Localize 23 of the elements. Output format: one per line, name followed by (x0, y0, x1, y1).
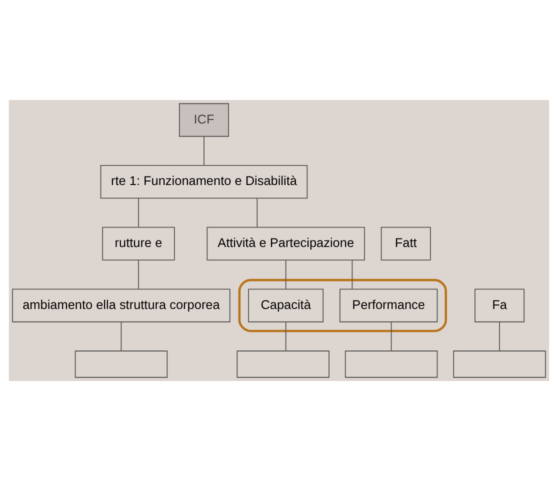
node-box (74, 350, 168, 378)
connector (120, 322, 122, 352)
node-box: rte 1: Funzionamento e Disabilità (100, 165, 308, 199)
node-box (236, 350, 330, 378)
node-box: Capacità (248, 288, 324, 322)
connector (352, 260, 353, 290)
node-box: ambiamento ella struttura corporea (12, 288, 230, 322)
node-box: Fatt (380, 226, 431, 260)
connector (256, 198, 258, 228)
connector (285, 322, 286, 352)
connector (390, 322, 392, 352)
connector (499, 322, 500, 352)
node-box (344, 350, 438, 378)
connector (285, 260, 286, 290)
connector (138, 260, 139, 290)
node-box (453, 350, 546, 378)
connector (138, 198, 139, 228)
node-box: Performance (339, 288, 438, 322)
node-box: Attività e Partecipazione (206, 226, 365, 260)
node-box: Fa (474, 288, 525, 322)
cluster (238, 278, 447, 332)
node-box: rutture e (102, 226, 175, 260)
node-box: ICF (178, 103, 229, 137)
